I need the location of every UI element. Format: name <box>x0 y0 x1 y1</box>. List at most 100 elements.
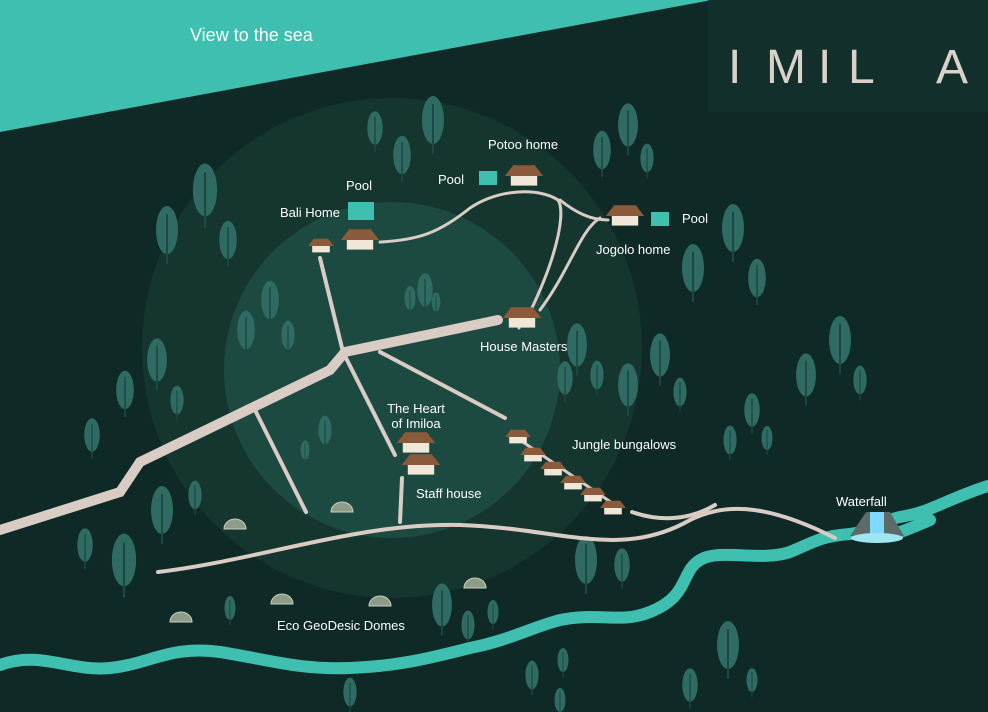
tree-icon <box>367 111 383 152</box>
tree-icon <box>744 393 760 434</box>
house-icon <box>308 238 334 253</box>
tree-icon <box>404 286 416 315</box>
logo-letter: L <box>848 41 875 94</box>
tree-icon <box>84 418 100 459</box>
tree-icon <box>673 377 687 413</box>
house-icon <box>502 307 542 328</box>
house-icon <box>560 475 586 490</box>
tree-icon <box>219 220 237 268</box>
pools <box>348 171 669 226</box>
waterfall-label: Waterfall <box>836 494 887 509</box>
tree-icon <box>567 323 587 376</box>
sea-label: View to the sea <box>190 25 313 45</box>
tree-icon <box>575 536 597 594</box>
potoo-home-label: Potoo home <box>488 137 559 152</box>
tree-icon <box>746 668 758 697</box>
river <box>0 480 988 675</box>
geodesic-dome-icon <box>169 611 193 623</box>
logo-letter: A <box>936 41 969 94</box>
tree-icon <box>829 316 851 374</box>
geodesic-dome-icon <box>270 593 294 605</box>
logo-panel <box>708 0 988 112</box>
tree-icon <box>557 361 573 402</box>
house-icon <box>340 229 380 250</box>
house-icon <box>580 487 606 502</box>
inner-zone-circle <box>224 202 560 538</box>
tree-icon <box>237 310 255 358</box>
domes-label: Eco GeoDesic Domes <box>277 618 405 633</box>
staff-house-label: Staff house <box>416 486 482 501</box>
house-icon <box>520 447 546 462</box>
tree-icon <box>151 486 173 544</box>
heart-label-line1: The Heart <box>387 401 445 416</box>
tree-icon <box>188 480 202 516</box>
tree-icon <box>761 426 773 455</box>
tree-icon <box>281 320 295 356</box>
sea-area <box>0 0 712 132</box>
house-icon <box>505 429 531 444</box>
tree-icon <box>853 365 867 401</box>
house-icon <box>540 461 566 476</box>
tree-icon <box>796 353 816 406</box>
tree-icon <box>618 363 638 416</box>
pool-icon <box>651 212 669 226</box>
tree-icon <box>318 415 332 451</box>
jungle-bungalows-label: Jungle bungalows <box>572 437 677 452</box>
tree-icon <box>116 370 134 418</box>
pool-label: Pool <box>438 172 465 187</box>
house-icon <box>600 500 626 515</box>
tree-icon <box>640 143 654 179</box>
tree-icon <box>417 273 433 314</box>
tree-icon <box>682 244 704 302</box>
geodesic-dome-icon <box>368 595 392 607</box>
waterfall-icon <box>850 512 904 543</box>
logo-letter: I <box>728 41 742 94</box>
house-masters-label: House Masters <box>480 339 568 354</box>
tree-icon <box>748 258 766 306</box>
trees-layer <box>77 96 867 712</box>
heart-label-line2: of Imiloa <box>391 416 441 431</box>
tree-icon <box>170 385 184 421</box>
bali-home-label: Bali Home <box>280 205 340 220</box>
house-icon <box>401 454 441 475</box>
tree-icon <box>431 292 441 316</box>
pool-label: Pool <box>346 178 373 193</box>
houses-layer <box>308 165 645 515</box>
tree-icon <box>717 621 739 679</box>
tree-icon <box>614 548 630 589</box>
tree-icon <box>147 338 167 391</box>
tree-icon <box>192 163 218 228</box>
tree-icon <box>461 610 475 646</box>
tree-icon <box>300 440 310 464</box>
tree-icon <box>393 135 411 183</box>
domes-layer <box>169 501 487 623</box>
tree-icon <box>557 648 569 677</box>
pool-icon <box>348 202 374 220</box>
tree-icon <box>525 660 539 696</box>
tree-icon <box>77 528 93 569</box>
tree-icon <box>554 688 566 712</box>
tree-icon <box>722 204 744 262</box>
jogolo-home-label: Jogolo home <box>596 242 671 257</box>
tree-icon <box>156 206 178 264</box>
logo-letter: I <box>818 41 832 94</box>
logo-letter: M <box>766 41 806 94</box>
tree-icon <box>111 533 137 598</box>
house-icon <box>504 165 544 186</box>
tree-icon <box>422 96 444 154</box>
tree-icon <box>432 583 452 636</box>
pool-label: Pool <box>682 211 709 226</box>
heart-of-imiloa-label: The Heart of Imiloa <box>386 401 446 431</box>
pool-icon <box>479 171 497 185</box>
geodesic-dome-icon <box>463 577 487 589</box>
tree-icon <box>590 360 604 396</box>
house-icon <box>605 205 645 226</box>
tree-icon <box>261 280 279 328</box>
geodesic-dome-icon <box>330 501 354 513</box>
tree-icon <box>593 130 611 178</box>
tree-icon <box>723 425 737 461</box>
tree-icon <box>618 103 638 156</box>
geodesic-dome-icon <box>223 518 247 530</box>
